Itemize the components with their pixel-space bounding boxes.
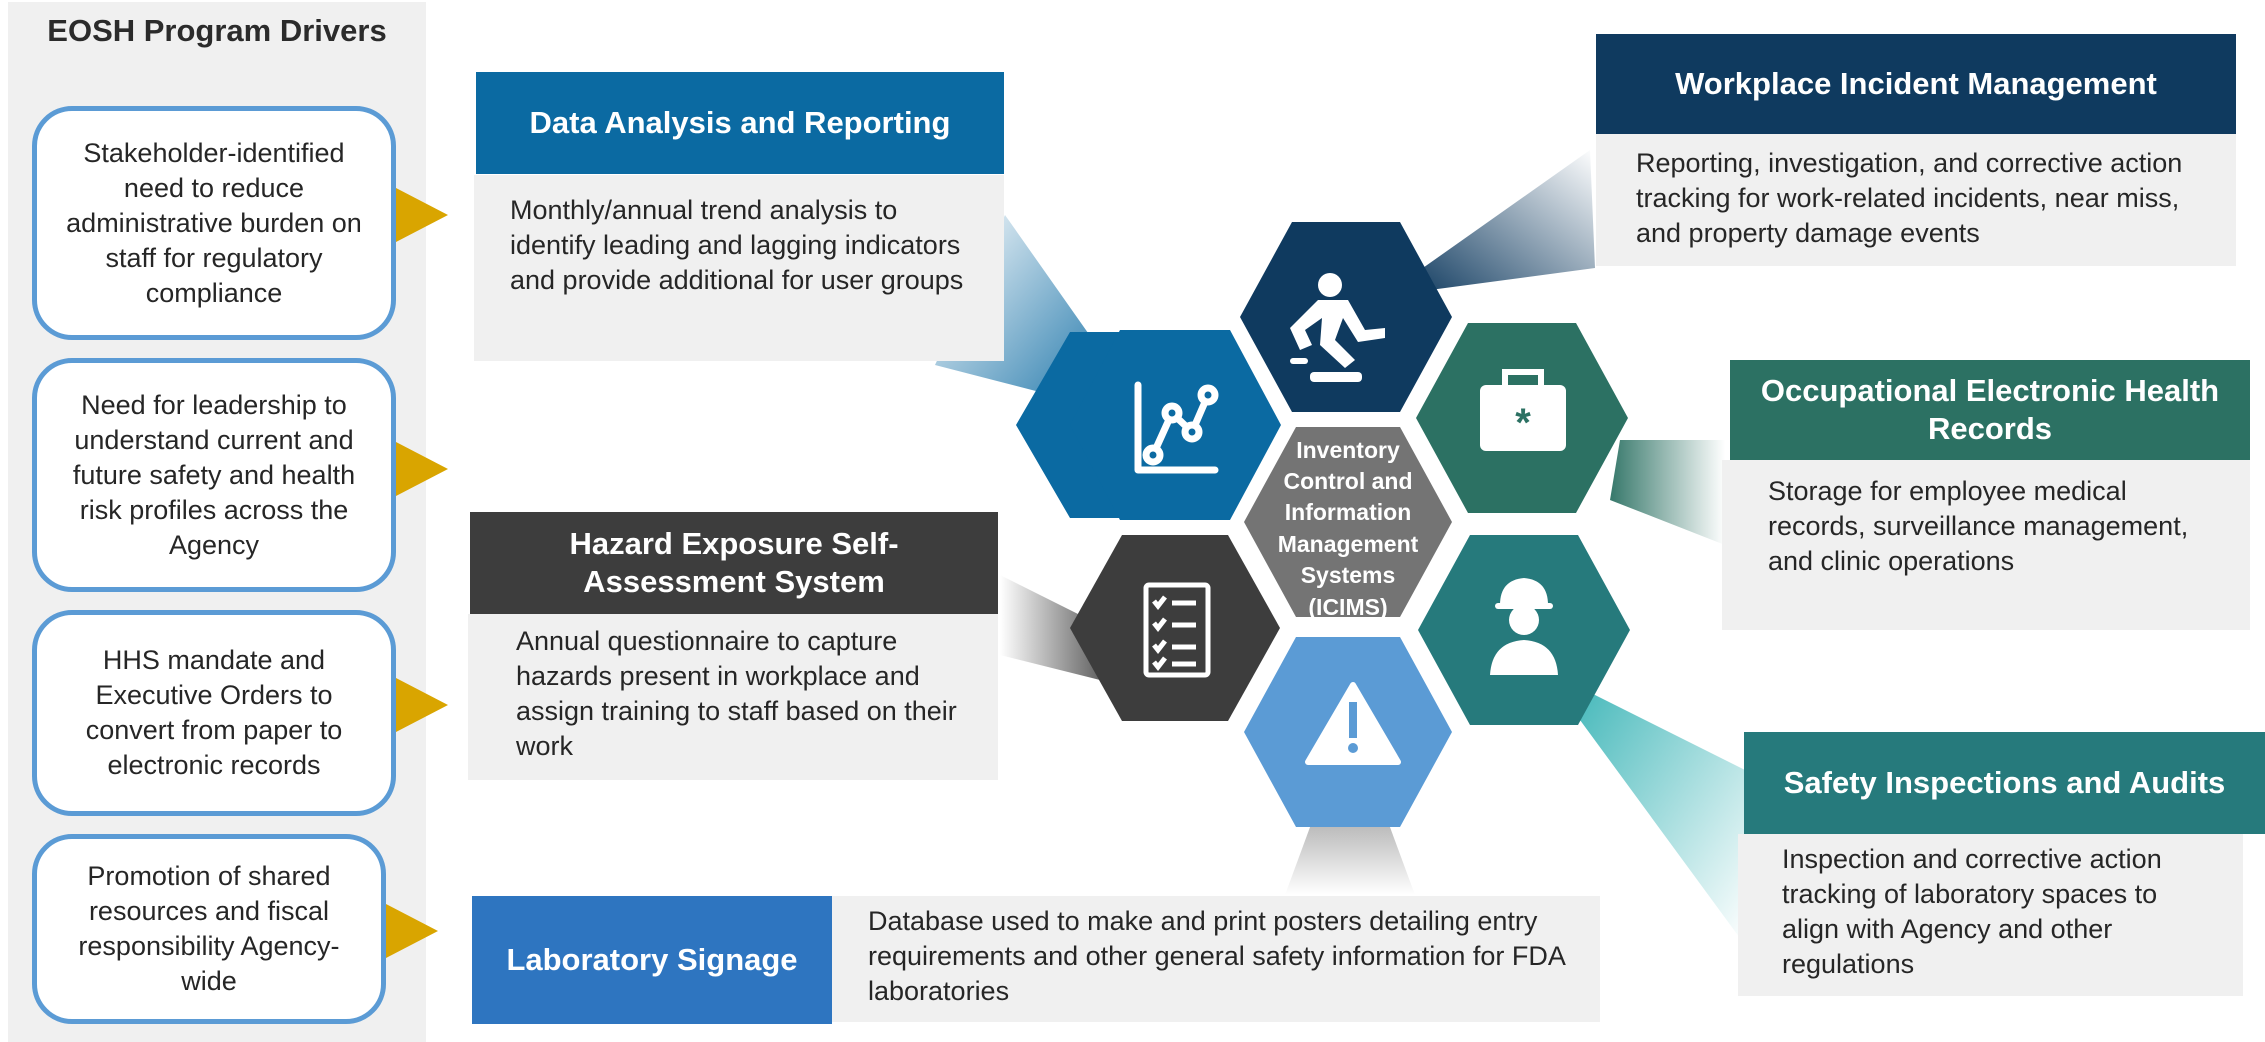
- driver-box-2: Need for leadership to understand curren…: [32, 358, 396, 592]
- svg-text:*: *: [1515, 401, 1531, 445]
- data-analysis-body: Monthly/annual trend analysis to identif…: [474, 175, 1004, 361]
- incident-header: Workplace Incident Management: [1596, 34, 2236, 134]
- warning-icon: [1305, 682, 1401, 765]
- center-line-6: (ICIMS): [1308, 594, 1387, 620]
- center-line-1: Inventory: [1296, 437, 1400, 463]
- center-line-2: Control and: [1283, 468, 1412, 494]
- signage-body: Database used to make and print posters …: [832, 896, 1600, 1022]
- hex-center-shape: [1244, 427, 1452, 617]
- driver-arrow-3: [396, 678, 448, 732]
- hazard-body: Annual questionnaire to capture hazards …: [468, 614, 998, 780]
- hex-hazard-shape: [1070, 535, 1280, 721]
- worker-icon: [1490, 578, 1558, 675]
- driver-arrow-1: [396, 188, 448, 242]
- health-body: Storage for employee medical records, su…: [1722, 460, 2250, 630]
- driver-arrow-2: [396, 442, 448, 496]
- inspections-body: Inspection and corrective action trackin…: [1738, 834, 2243, 996]
- health-header: Occupational Electronic Health Records: [1730, 360, 2250, 460]
- center-line-5: Systems: [1301, 562, 1396, 588]
- center-line-3: Information: [1285, 499, 1412, 525]
- connector-incident: [1420, 150, 1595, 290]
- signage-header: Laboratory Signage: [472, 896, 832, 1024]
- center-line-4: Management: [1278, 531, 1419, 557]
- connector-inspections: [1580, 690, 1745, 945]
- driver-box-3: HHS mandate and Executive Orders to conv…: [32, 610, 396, 816]
- driver-arrow-4: [386, 904, 438, 958]
- center-label: Inventory Control and Information Manage…: [1278, 437, 1419, 620]
- connector-hazard: [1000, 575, 1100, 680]
- inspections-header: Safety Inspections and Audits: [1744, 732, 2265, 834]
- slip-fall-icon: [1290, 273, 1385, 382]
- incident-body: Reporting, investigation, and corrective…: [1596, 134, 2236, 266]
- connector-health: [1610, 440, 1725, 545]
- checklist-icon: [1143, 582, 1211, 678]
- hex-data-analysis-shape: [1070, 330, 1281, 520]
- driver-box-4: Promotion of shared resources and fiscal…: [32, 834, 386, 1024]
- chart-icon: [1134, 381, 1219, 474]
- driver-box-1: Stakeholder-identified need to reduce ad…: [32, 106, 396, 340]
- data-analysis-header: Data Analysis and Reporting: [476, 72, 1004, 174]
- medical-kit-icon: *: [1480, 369, 1566, 451]
- drivers-title: EOSH Program Drivers: [47, 13, 387, 48]
- hazard-header: Hazard Exposure Self-Assessment System: [470, 512, 998, 614]
